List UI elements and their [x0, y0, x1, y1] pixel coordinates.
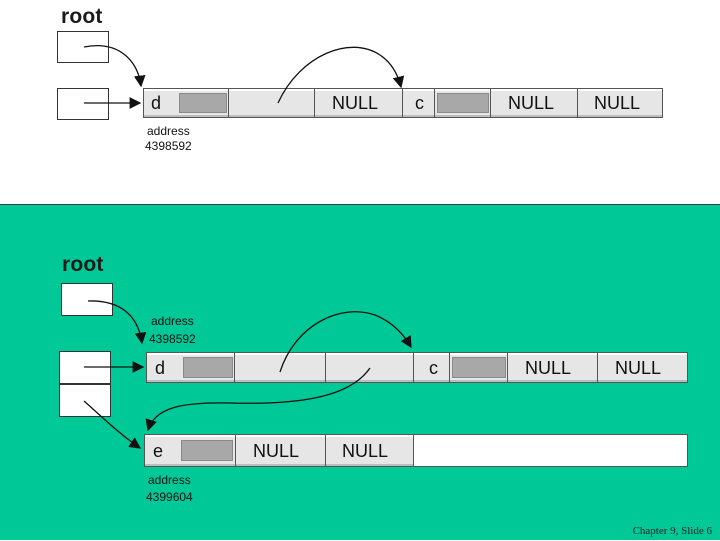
divider — [402, 89, 403, 117]
divider — [577, 89, 578, 117]
top-arrows — [83, 45, 405, 109]
child-arrow — [277, 46, 405, 104]
node-c-key: c — [415, 93, 424, 113]
node-c-key: c — [429, 357, 438, 378]
right-pointer-box — [59, 384, 111, 417]
d-to-c-arrow — [279, 311, 412, 373]
right-pointer-arrow — [83, 400, 142, 449]
address2-label: address — [148, 473, 191, 487]
node-e-right-null: NULL — [342, 440, 389, 461]
divider — [314, 89, 315, 117]
node-c-right-null: NULL — [615, 357, 662, 378]
divider — [507, 353, 508, 382]
address-value: 4398592 — [145, 139, 192, 153]
node-d-shade — [179, 93, 227, 113]
node-c-left-null: NULL — [508, 93, 555, 113]
node-e: e NULL NULL — [144, 434, 688, 467]
d-to-e-arrow — [145, 367, 371, 432]
address-value: 4398592 — [149, 332, 196, 346]
node-d-key: d — [151, 93, 162, 113]
root-label: root — [62, 253, 104, 276]
address-label: address — [147, 124, 190, 138]
root-label: root — [61, 5, 103, 28]
bottom-arrows — [83, 300, 412, 449]
address-label: address — [151, 314, 194, 328]
divider — [234, 353, 235, 382]
node-c-right-null: NULL — [594, 93, 641, 113]
node-e-left-null: NULL — [253, 440, 300, 461]
address2-value: 4399604 — [146, 490, 193, 504]
node-e-key: e — [153, 440, 164, 461]
divider — [490, 89, 491, 117]
top-diagram-panel: root d NULL c NULL NULL address 4398592 — [0, 0, 720, 204]
node-d-key: d — [155, 357, 166, 378]
divider — [413, 435, 414, 466]
node-d: d NULL c NULL NULL — [143, 88, 663, 118]
node-d: d c NULL NULL — [146, 352, 688, 383]
node-d-shade — [183, 357, 233, 378]
divider — [228, 89, 229, 117]
node-e-empty-area — [414, 435, 687, 466]
divider — [235, 435, 236, 466]
node-c-left-null: NULL — [525, 357, 572, 378]
slide-footer: Chapter 9, Slide 6 — [632, 525, 712, 537]
divider — [325, 353, 326, 382]
node-d-right-null: NULL — [332, 93, 379, 113]
divider — [413, 353, 414, 382]
root-arrow — [83, 45, 146, 88]
node-e-shade — [181, 440, 233, 461]
bottom-diagram-panel: root address 4398592 d c NULL NULL e NUL… — [0, 204, 720, 540]
node-c-shade — [437, 93, 489, 113]
node-c-shade — [452, 357, 506, 378]
divider — [325, 435, 326, 466]
root-pointer-box — [61, 283, 113, 316]
pointer-box — [57, 88, 109, 120]
divider — [449, 353, 450, 382]
divider — [597, 353, 598, 382]
root-arrow — [87, 300, 147, 345]
divider — [434, 89, 435, 117]
